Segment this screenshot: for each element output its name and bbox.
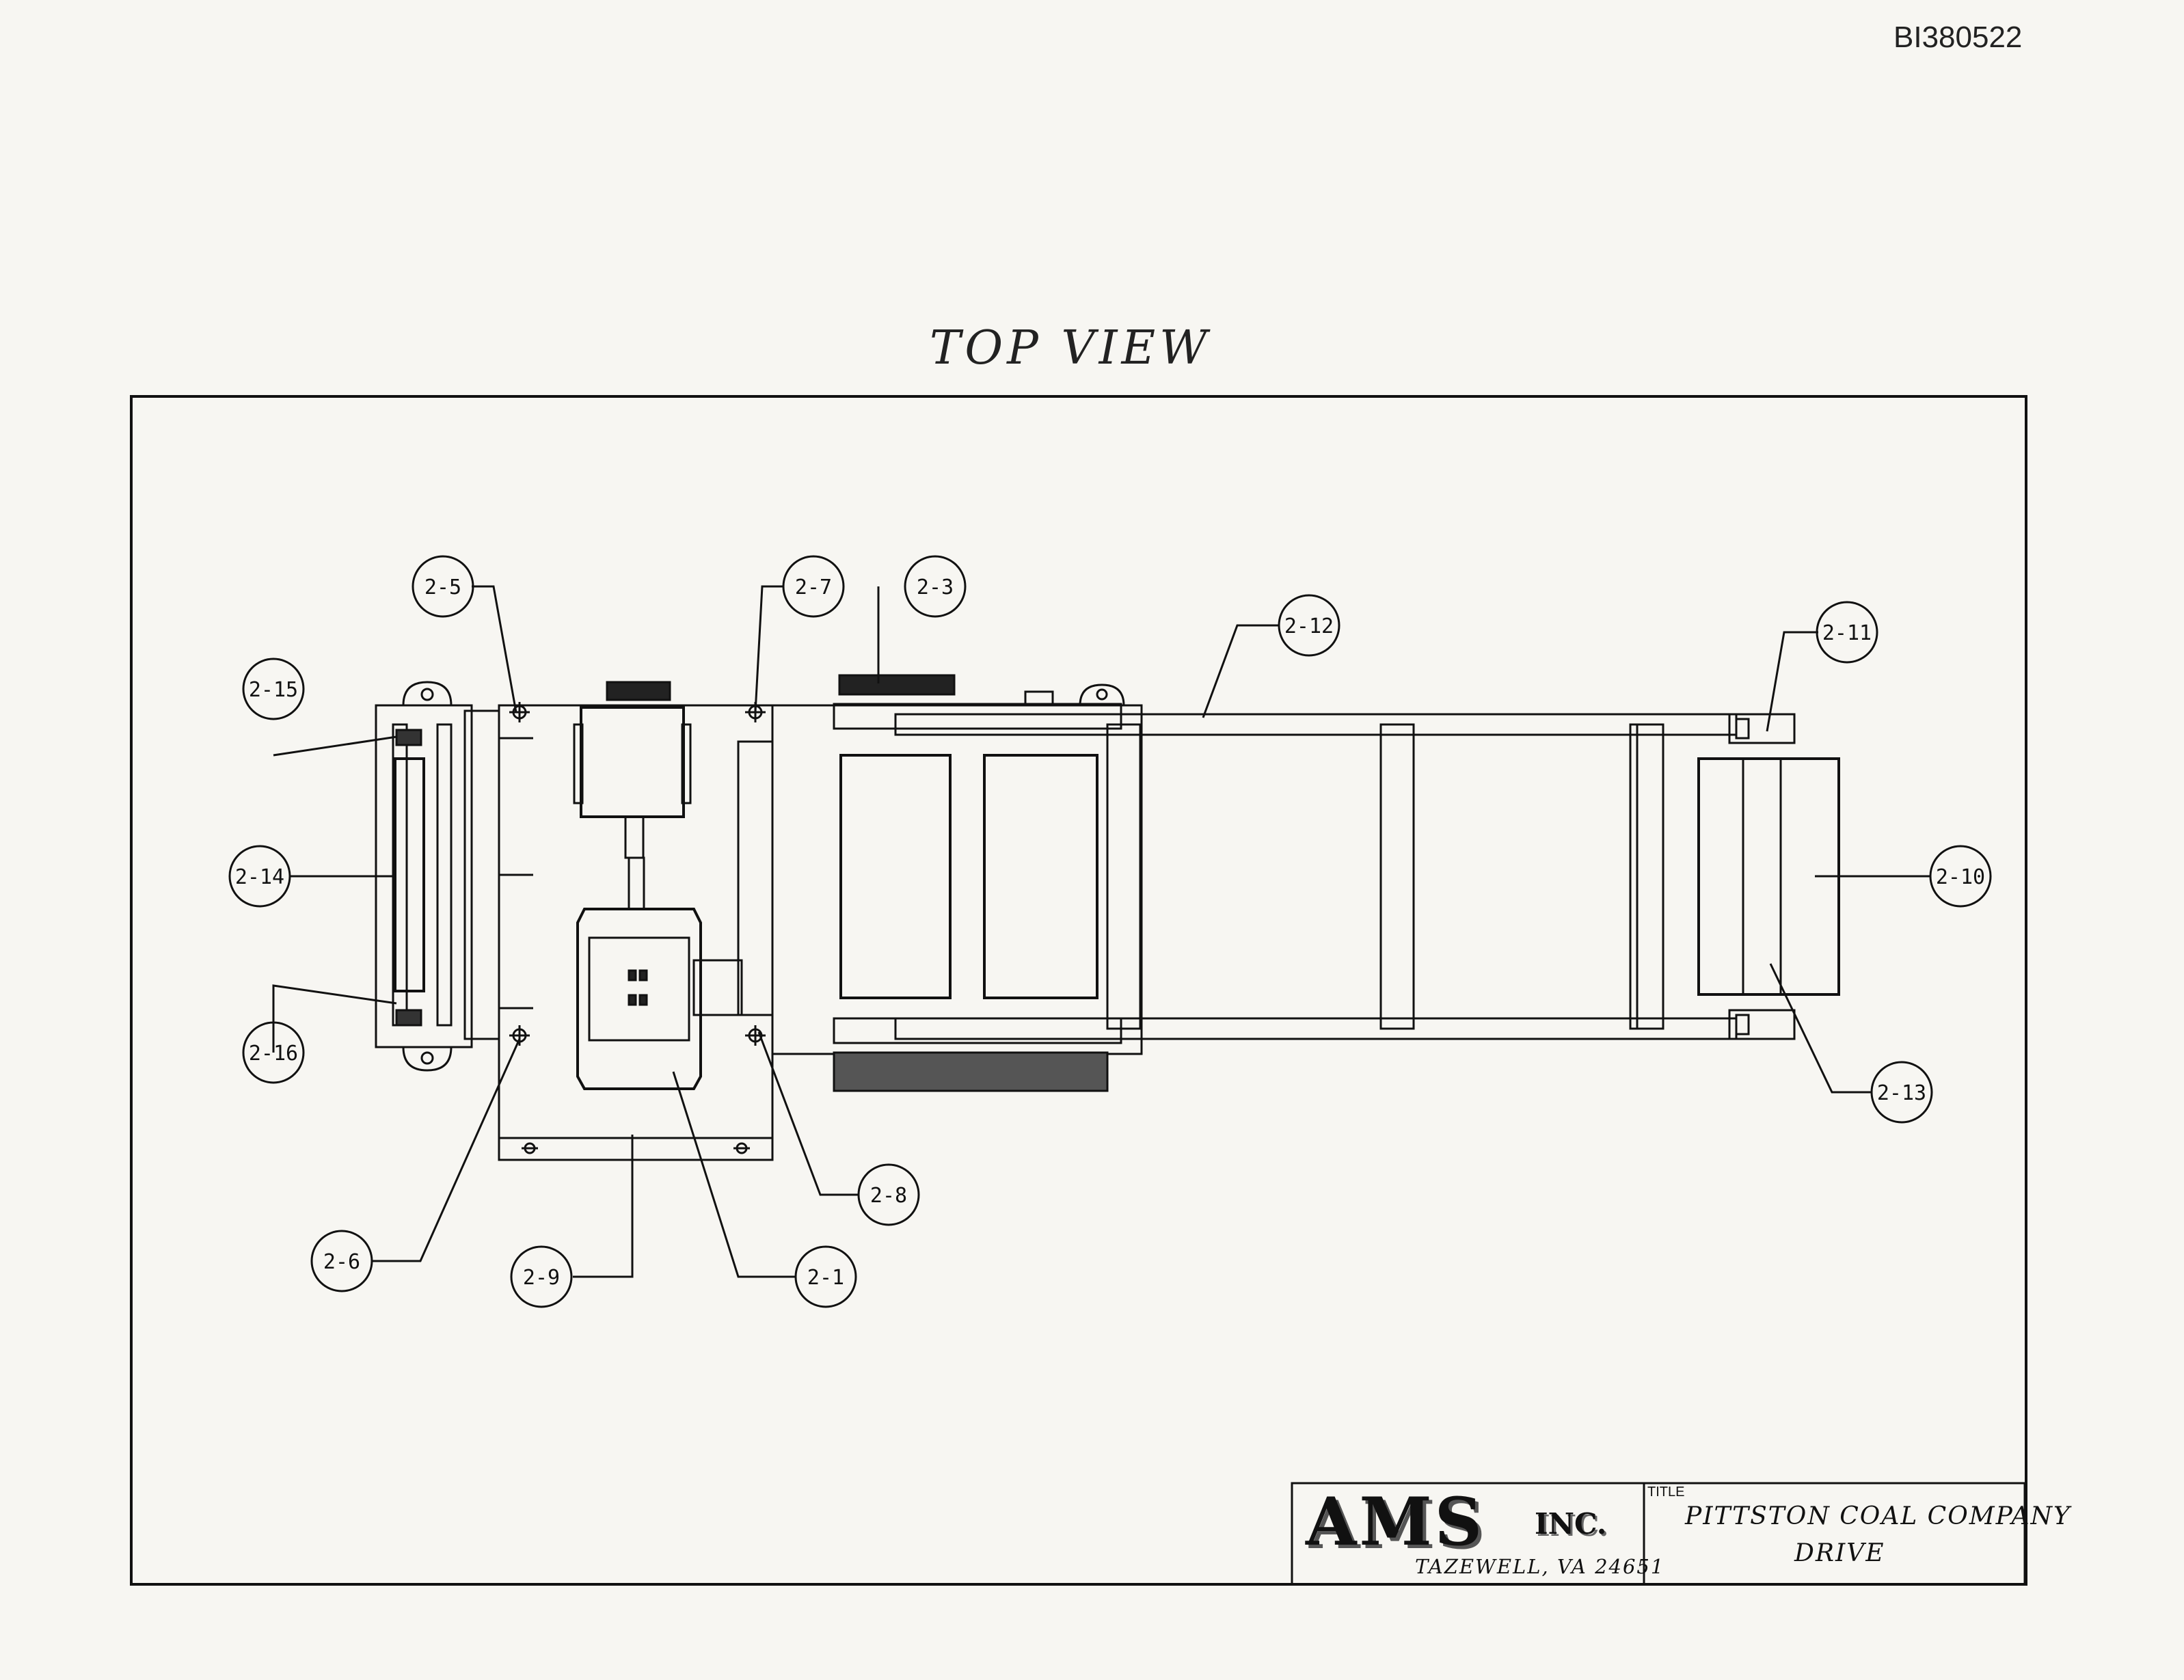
callout-balloon: 2-8 <box>857 1163 920 1226</box>
callout-label: 2-11 <box>1822 621 1872 645</box>
callout-balloon: 2-15 <box>242 658 305 720</box>
callout-label: 2-8 <box>870 1184 907 1208</box>
callout-label: 2-10 <box>1936 865 1985 889</box>
gear-reducer <box>573 681 692 859</box>
callout-balloon: 2-12 <box>1278 594 1340 657</box>
callout-label: 2-13 <box>1877 1081 1926 1105</box>
callout-label: 2-1 <box>807 1266 844 1290</box>
callout-balloon: 2-5 <box>412 555 474 618</box>
callout-label: 2-14 <box>235 865 284 889</box>
callout-balloon: 2-7 <box>782 555 845 618</box>
callout-label: 2-9 <box>523 1266 560 1290</box>
callout-label: 2-5 <box>424 575 461 599</box>
callout-balloon: 2-10 <box>1929 845 1992 908</box>
callout-label: 2-16 <box>249 1042 298 1066</box>
company-logo: AMS <box>1306 1483 1485 1560</box>
callout-balloon: 2-1 <box>794 1245 857 1308</box>
drive-base-plate <box>498 702 774 1161</box>
leader-lines <box>272 585 1931 1278</box>
callout-balloon: 2-3 <box>904 555 967 618</box>
callout-label: 2-15 <box>249 678 298 702</box>
tail-pulley-frame <box>375 681 500 1072</box>
document-id: BI380522 <box>1893 21 2023 54</box>
callout-label: 2-3 <box>917 575 954 599</box>
drawing-title-line2: DRIVE <box>1794 1539 1885 1567</box>
callout-label: 2-6 <box>323 1250 360 1274</box>
callout-balloon: 2-11 <box>1816 601 1878 664</box>
view-title: TOP VIEW <box>930 321 1211 375</box>
company-address: TAZEWELL, VA 24651 <box>1415 1555 1665 1578</box>
callout-balloon: 2-13 <box>1870 1061 1933 1124</box>
title-label: TITLE <box>1647 1485 1685 1500</box>
callout-balloon: 2-6 <box>310 1230 373 1292</box>
callout-balloon: 2-9 <box>510 1245 573 1308</box>
drive-pulleys <box>771 674 1143 1092</box>
callout-label: 2-12 <box>1284 614 1334 638</box>
callout-balloon: 2-16 <box>242 1021 305 1084</box>
company-suffix: INC. <box>1535 1507 1607 1541</box>
callout-balloon: 2-14 <box>228 845 291 908</box>
drawing-border <box>130 395 2027 1586</box>
drive-motor <box>576 856 743 1090</box>
callout-label: 2-7 <box>795 575 832 599</box>
title-block <box>1291 1482 2026 1586</box>
drawing-title-line1: PITTSTON COAL COMPANY <box>1685 1502 2071 1530</box>
conveyor-frame <box>894 713 1738 1040</box>
